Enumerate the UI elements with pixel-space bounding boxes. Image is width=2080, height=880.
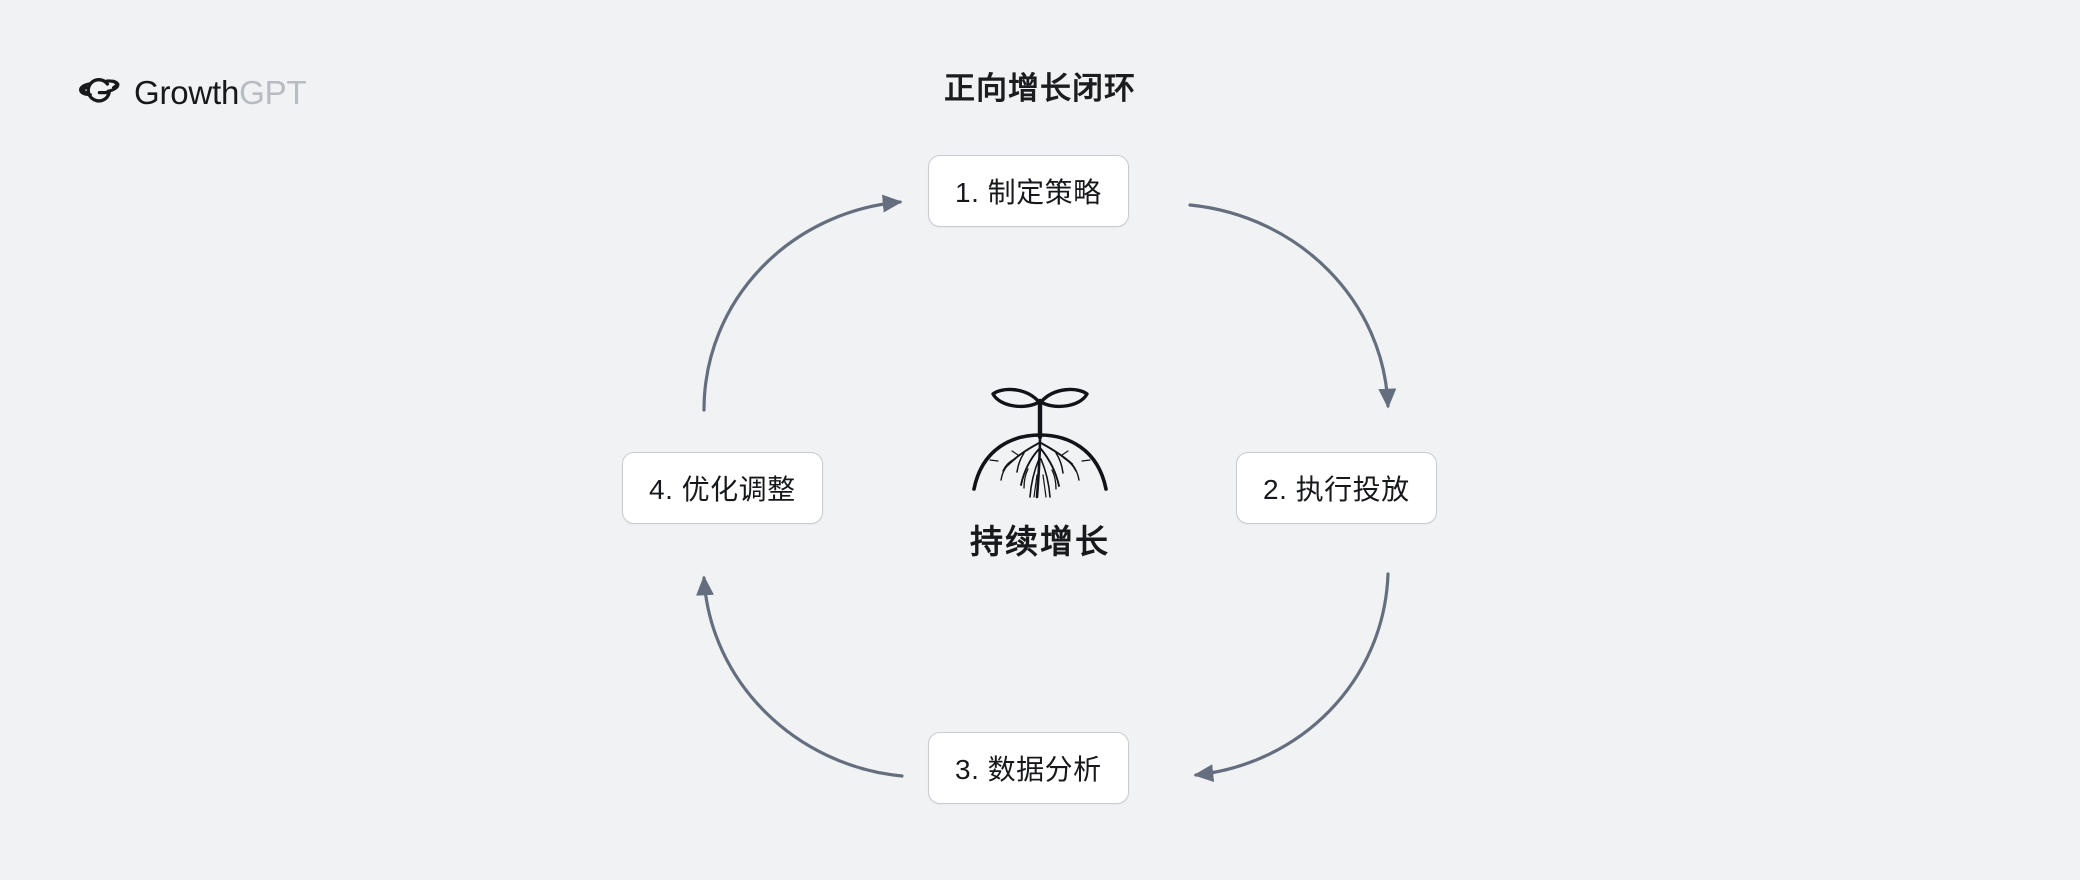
cycle-center: 持续增长 (880, 385, 1200, 558)
cycle-node-label: 3. 数据分析 (955, 754, 1102, 785)
brand-wordmark: GrowthGPT (134, 73, 307, 111)
cycle-node-label: 1. 制定策略 (955, 177, 1102, 208)
cycle-node-label: 4. 优化调整 (649, 474, 796, 505)
cycle-node-step-1[interactable]: 1. 制定策略 (928, 155, 1129, 227)
cycle-center-caption: 持续增长 (970, 523, 1110, 560)
arrow-step4-to-step1 (702, 194, 903, 412)
arrow-step1-to-step2 (1188, 203, 1397, 409)
brand-name-secondary: GPT (239, 73, 307, 111)
arrow-step2-to-step3 (1193, 572, 1390, 783)
diagram-title: 正向增长闭环 (944, 71, 1136, 106)
seedling-sprout-roots-icon (972, 387, 1108, 499)
cycle-node-label: 2. 执行投放 (1263, 474, 1410, 505)
brand-name-primary: Growth (134, 73, 240, 111)
cycle-node-step-2[interactable]: 2. 执行投放 (1236, 452, 1437, 524)
arrow-step3-to-step4 (696, 575, 904, 778)
cycle-node-step-3[interactable]: 3. 数据分析 (928, 732, 1129, 804)
orbit-g-logo-icon (79, 78, 120, 103)
cycle-node-step-4[interactable]: 4. 优化调整 (622, 452, 823, 524)
brand-logo: GrowthGPT (78, 70, 307, 114)
